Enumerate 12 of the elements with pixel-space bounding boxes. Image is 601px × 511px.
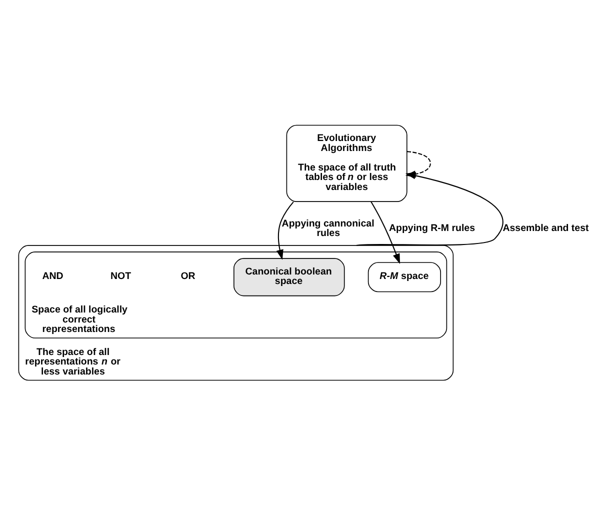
node-box: Evolutionary Algorithms The space of all truth tables of n or less variables [286,124,408,202]
arrow [370,201,400,264]
edge-label: Appying cannonical rules [282,218,374,239]
node-box: Canonical boolean space [234,258,345,296]
edge-label: Appying R-M rules [389,222,476,234]
label: OR [180,270,196,282]
edge-label: Assemble and test [502,222,589,234]
node-box: R-M space [368,262,441,292]
label: AND [42,270,64,282]
label: NOT [110,270,132,282]
arrow [276,201,294,260]
arrow [356,172,504,246]
